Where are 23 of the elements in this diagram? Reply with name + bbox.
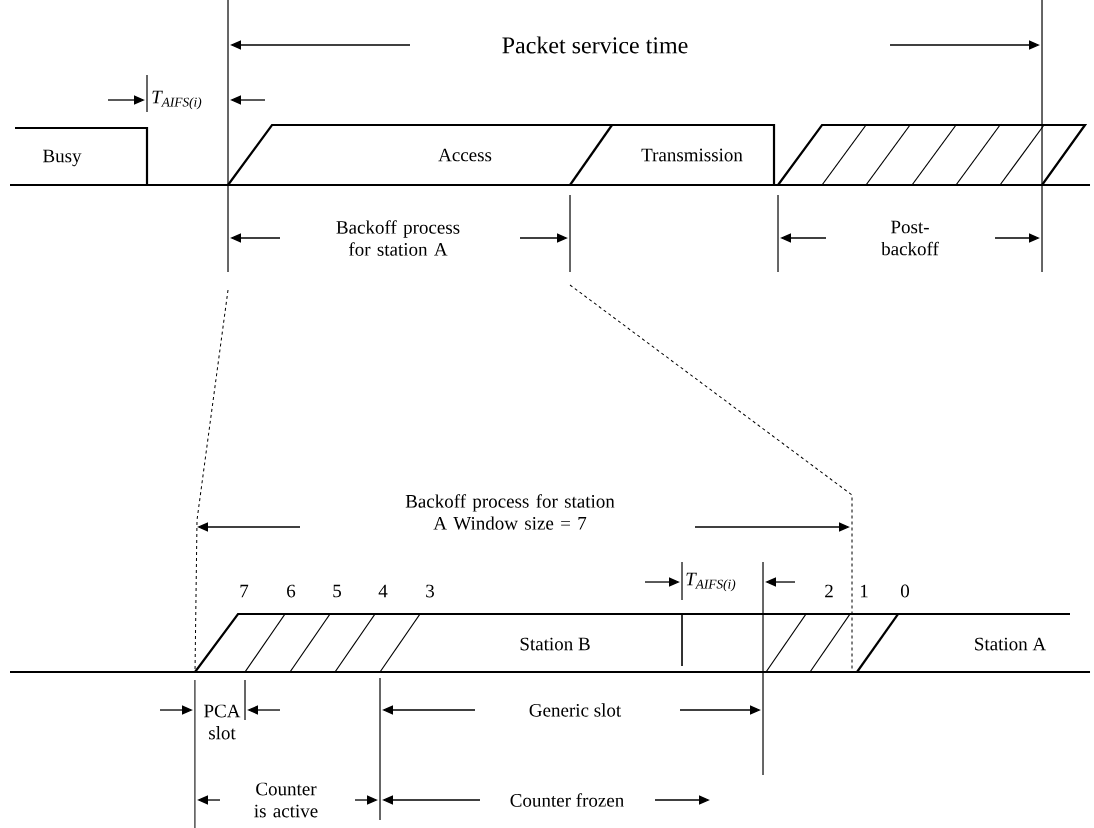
label: Backoff process for station A Window size = 7: [405, 494, 615, 530]
label: Packet service time: [502, 36, 688, 54]
label: Counter frozen: [510, 793, 624, 807]
label: 1: [860, 584, 868, 598]
label: 7: [240, 584, 249, 598]
label: Backoff process for station A: [336, 220, 460, 256]
label: 4: [378, 584, 388, 598]
label: Transmission: [641, 148, 743, 162]
label: 2: [825, 584, 833, 598]
label: Generic slot: [529, 703, 622, 717]
label: Busy: [43, 149, 82, 167]
label: PCA slot: [204, 704, 241, 740]
label: 5: [333, 584, 341, 598]
label: Station B: [520, 637, 590, 651]
label: Station A: [975, 637, 1047, 651]
label: Access: [438, 148, 492, 162]
label: Post-backoff: [881, 220, 939, 256]
label: 0: [901, 584, 910, 598]
label: T$_{AIFS(i)}$: [152, 90, 202, 110]
label: 3: [426, 584, 434, 598]
label: T$_{AIFS(i)}$: [686, 572, 736, 592]
label: Counter is active: [254, 782, 318, 818]
label: 6: [287, 584, 296, 598]
